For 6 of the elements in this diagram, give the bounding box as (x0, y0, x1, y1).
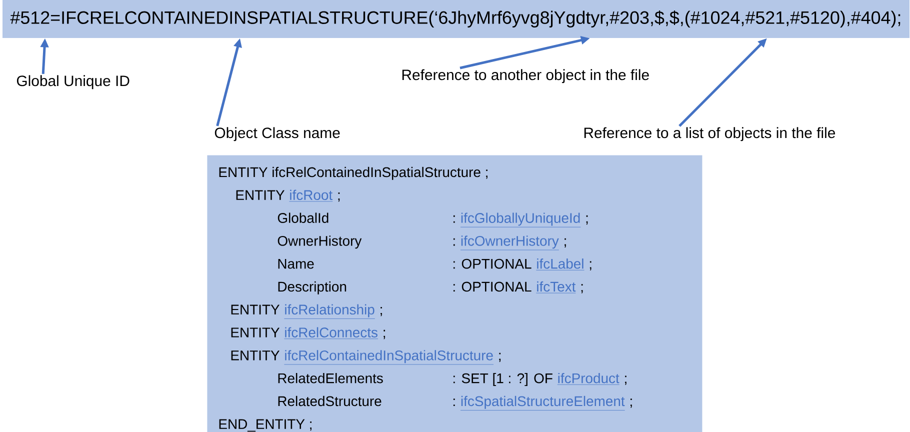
code-listing: ENTITY ifcRelContainedInSpatialStructure ; ENTITY ifcRoot ; GlobalId : ifcGloballyUniqueId ; OwnerHistory : ifcOwnerHistory ; Name : OPTIONAL ifcLabel ; Description : OPTIONAL ifcText ; ENTITY ifcRelationship ; ENTITY ifcRelConnects ; ENTITY ifcRelContainedInSpatialStructure ; RelatedElements : SET [1 : ?] OF ifcProduct ; RelatedStructure : ifcSpatialStructureElement ; END_ENTITY ; (207, 155, 702, 432)
callout-label: Global Unique ID (16, 75, 130, 90)
code-band: #512=IFCRELCONTAINEDINSPATIALSTRUCTURE(‘6JhyMrf6yvg8jYgdtyr,#203,$,$,(#1024,#521,#5120),#404); (2, 0, 910, 38)
callout-label: Reference to a list of objects in the file (584, 127, 836, 142)
callout-label: Reference to another object in the file (402, 69, 649, 84)
callout-label: Object Class name (214, 127, 340, 142)
